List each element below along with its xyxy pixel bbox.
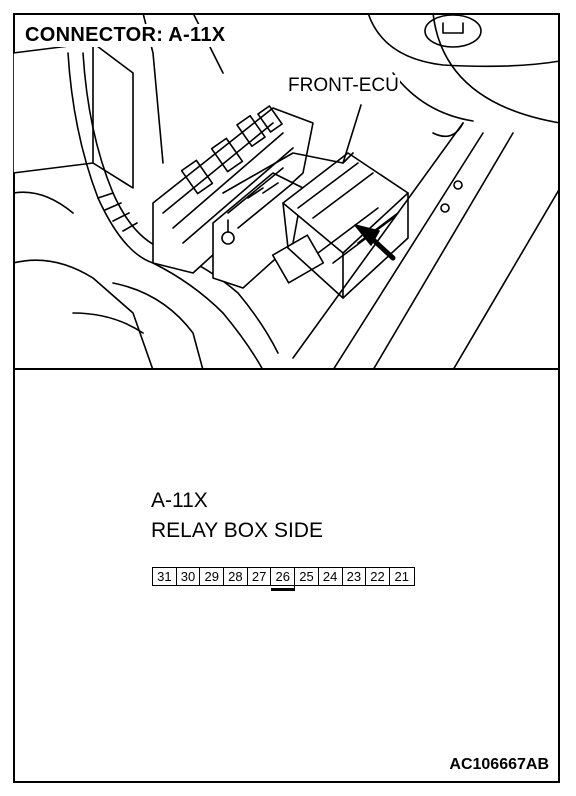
connector-pin: 22 <box>366 568 390 585</box>
connector-side: RELAY BOX SIDE <box>151 519 323 542</box>
connector-id: A-11X <box>151 489 208 512</box>
front-ecu <box>222 152 409 299</box>
engine-bay-illustration <box>13 13 560 370</box>
connector-pin: 24 <box>319 568 343 585</box>
connector-pin: 28 <box>224 568 248 585</box>
connector-pin: 21 <box>394 569 409 584</box>
connector-pin: 31 <box>153 568 177 585</box>
connector-pin: 25 <box>295 568 319 585</box>
fender-lines <box>292 122 560 368</box>
callout-leader <box>342 104 362 164</box>
front-ecu-label: FRONT-ECU <box>287 75 400 97</box>
connector-pin: 23 <box>343 568 367 585</box>
page-title: CONNECTOR: A-11X <box>22 24 229 47</box>
connector-pin: 30 <box>177 568 201 585</box>
reservoir-cap <box>367 13 560 124</box>
pointer-arrow <box>354 224 396 261</box>
wire-harness <box>13 13 279 368</box>
diagram-frame <box>13 13 560 783</box>
connector-pin: 26 <box>271 568 296 591</box>
connector-pin: 27 <box>248 568 272 585</box>
figure-number: AC106667AB <box>449 756 549 773</box>
connector-pin: 29 <box>200 568 225 585</box>
relay-box <box>152 105 325 289</box>
